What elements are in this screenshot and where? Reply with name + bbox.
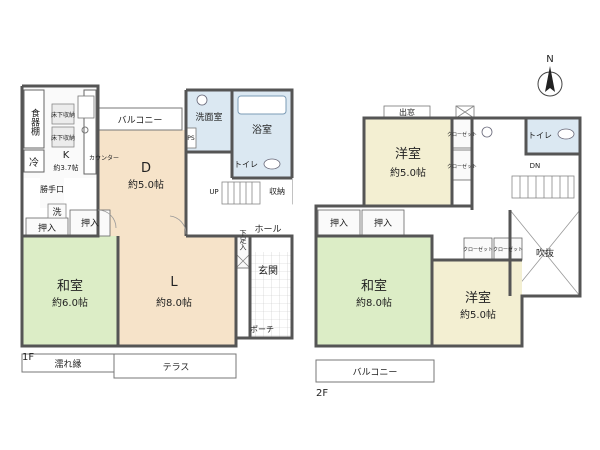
western-top-size: 約5.0帖: [390, 166, 426, 179]
bath-label: 浴室: [252, 123, 272, 136]
toilet-1f-bowl: [263, 158, 281, 170]
dining-size: 約5.0帖: [128, 178, 164, 191]
first-floor: 食器棚 冷 床下収納 床下収納 カウンター K 約3.7帖 勝手口 洗 バルコニ…: [20, 84, 294, 379]
pantry: [23, 89, 45, 149]
porch-floor: [250, 292, 292, 338]
back-door-label: 勝手口: [40, 184, 64, 194]
washitsu-2f-name: 和室: [361, 278, 387, 294]
vent-cross: [455, 105, 475, 119]
void-label: 吹抜: [536, 247, 554, 259]
shoe-box-label: 下足入: [239, 230, 247, 251]
bay-window-label: 出窓: [399, 107, 415, 117]
pantry-label: 食器棚: [29, 107, 40, 136]
ps-label: PS: [187, 135, 195, 142]
oshiire-right-box: [69, 209, 111, 237]
compass-label: N: [546, 54, 553, 65]
oshiire-1f-right-label: 押入: [81, 217, 99, 229]
underfloor-box-2: [51, 126, 75, 148]
sink: [77, 95, 95, 119]
closet-label-2: クローゼット: [447, 163, 477, 170]
terrace-label: テラス: [163, 362, 190, 373]
washroom-label: 洗面室: [195, 111, 222, 123]
dining-living-floor: [98, 130, 236, 346]
oshiire-1f-left-label: 押入: [38, 222, 56, 234]
compass-arrow-icon: [545, 66, 555, 92]
balcony-1f-label: バルコニー: [118, 115, 163, 126]
western-top-floor: [364, 118, 452, 206]
walls-2f: [314, 116, 582, 348]
closet-label-1: クローゼット: [447, 131, 477, 138]
bathtub: [237, 95, 287, 115]
stove-burner: [81, 126, 89, 134]
washitsu-2f-floor: [316, 236, 432, 346]
western-right-name: 洋室: [465, 290, 491, 306]
western-right-floor: [432, 260, 522, 346]
porch-label: ポーチ: [250, 325, 274, 334]
western-top-name: 洋室: [395, 146, 421, 162]
door-arc-1f-washitsu: [97, 209, 117, 229]
washitsu-2f-size: 約8.0帖: [356, 296, 392, 309]
back-door-box: [40, 178, 64, 208]
fridge-box: [23, 149, 45, 173]
washbasin-2f: [481, 126, 493, 138]
washitsu-1f-name: 和室: [57, 278, 83, 294]
shoe-box-cross: [235, 253, 251, 269]
oshiire-2f-right-label: 押入: [374, 217, 392, 229]
floor-2f-label: 2F: [316, 388, 328, 399]
entrance-floor: [250, 252, 292, 292]
kitchen-name: K: [63, 150, 70, 161]
north-compass: N: [537, 54, 563, 97]
western-right-size: 約5.0帖: [460, 308, 496, 321]
entrance-label: 玄関: [258, 264, 278, 277]
laundry-box: [47, 203, 67, 219]
balcony-2f-label: バルコニー: [353, 367, 398, 378]
living-name: L: [170, 275, 178, 290]
up-label: UP: [209, 188, 218, 196]
storage-1f-label: 収納: [269, 186, 285, 196]
fridge-label: 冷: [29, 156, 39, 169]
closet-label-4: クローゼット: [493, 246, 523, 253]
dn-label: DN: [530, 162, 541, 170]
oshiire-2f-right-box: [361, 209, 405, 237]
toilet-1f-label: トイレ: [234, 160, 258, 169]
washbasin: [196, 94, 208, 106]
walls-1f: [20, 84, 294, 348]
counter-label: カウンター: [89, 154, 119, 162]
underfloor-label-1: 床下収納: [51, 111, 75, 119]
floor-1f-label: 1F: [22, 352, 34, 363]
living-size: 約8.0帖: [156, 296, 192, 309]
underfloor-label-2: 床下収納: [51, 134, 75, 142]
toilet-1f-floor: [232, 150, 292, 178]
kitchen-size: 約3.7帖: [53, 163, 78, 172]
terrace-box: [113, 353, 237, 379]
hall-label: ホール: [254, 224, 281, 235]
oshiire-2f-left-box: [317, 209, 361, 237]
door-arc-1f-living: [169, 215, 187, 235]
washitsu-1f-floor: [22, 236, 118, 346]
engawa-label: 濡れ縁: [54, 358, 81, 370]
closet-label-3: クローゼット: [463, 246, 493, 253]
laundry-label: 洗: [52, 206, 61, 218]
toilet-2f-label: トイレ: [528, 131, 552, 140]
second-floor: 出窓 クローゼット クローゼット トイレ DN 洋室 約5.0帖 押入 押入 和…: [314, 105, 582, 399]
washitsu-1f-size: 約6.0帖: [52, 296, 88, 309]
stairs-2f: [511, 175, 575, 199]
dining-name: D: [141, 161, 151, 176]
toilet-2f-bowl: [557, 128, 575, 140]
oshiire-2f-left-label: 押入: [330, 217, 348, 229]
balcony-2f-box: [315, 359, 435, 383]
underfloor-box-1: [51, 103, 75, 125]
stairs-1f: [221, 181, 261, 205]
